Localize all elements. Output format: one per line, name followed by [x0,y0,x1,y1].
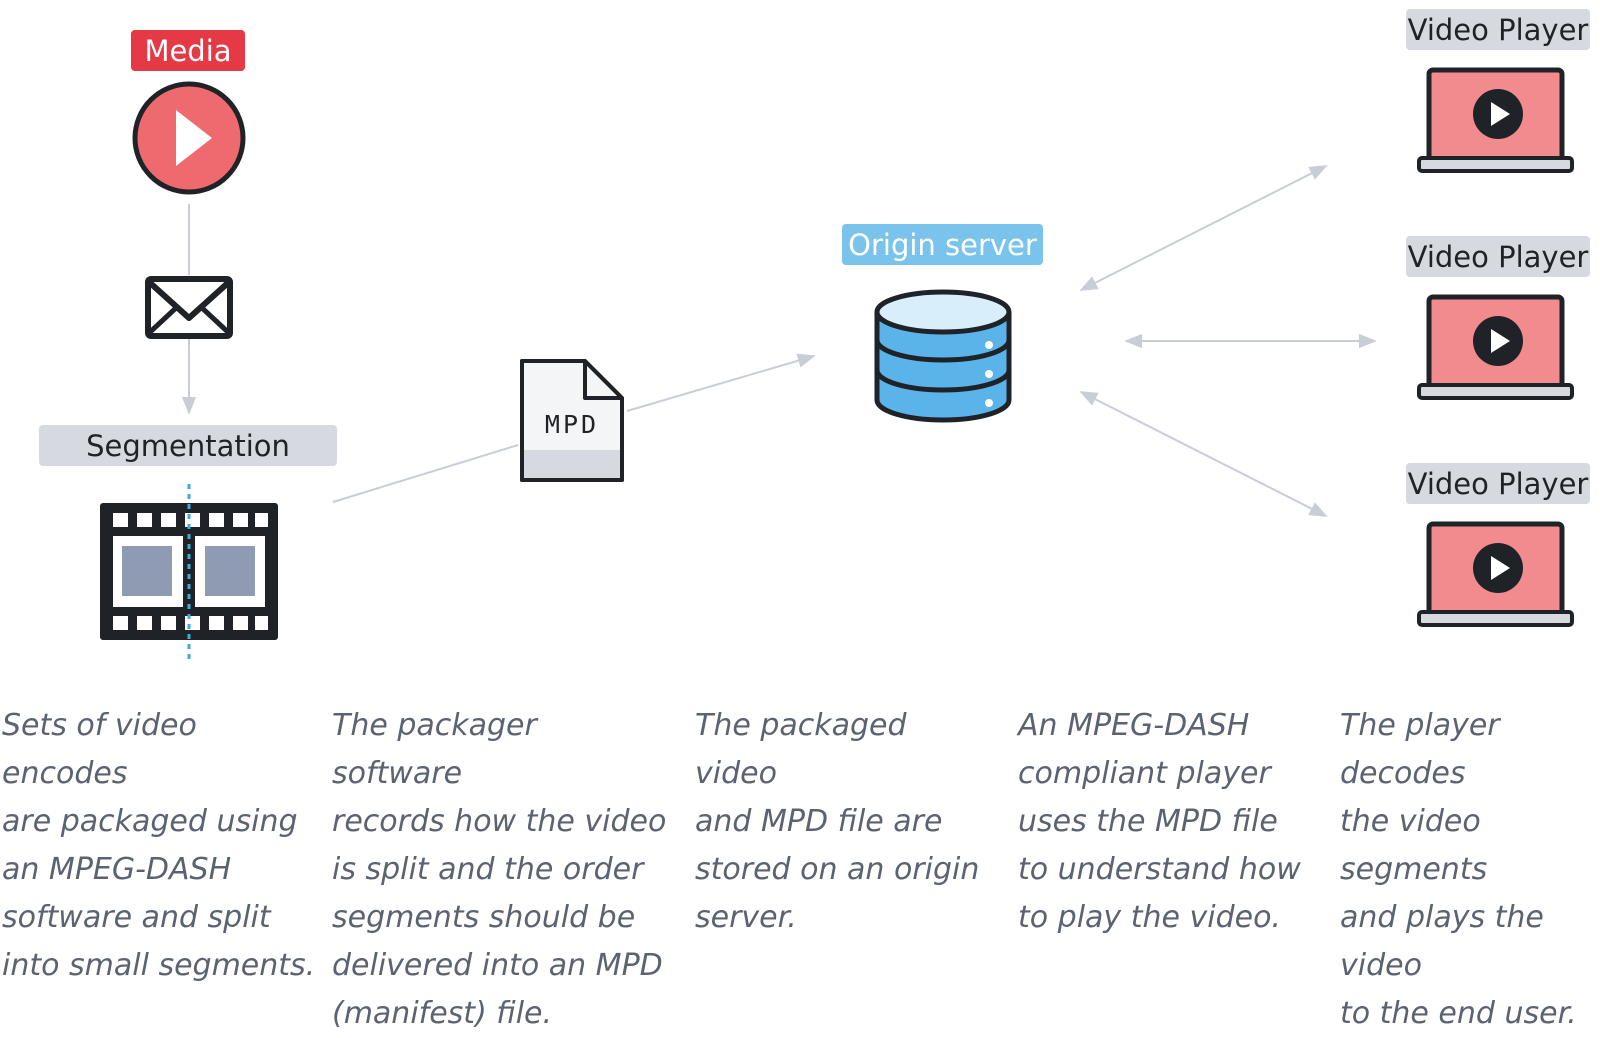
film-strip-icon [100,484,278,660]
envelope-icon [145,276,233,339]
document-icon: MPD [520,359,624,482]
connectors [181,165,1377,517]
playback-step-description: The player decodes the video segments an… [1340,708,1577,1031]
laptop-play-icon [1417,67,1574,173]
laptop-play-icon [1417,294,1574,400]
diagram-canvas: MPD [100,67,1574,660]
origin-server-label: Origin server [842,224,1043,265]
play-circle-icon [132,81,246,195]
video-player-label: Video Player [1406,236,1590,277]
mpd-file-label: MPD [545,410,599,439]
player-parsing-step-description: An MPEG-DASH compliant player uses the M… [1018,708,1301,935]
media-label: Media [131,30,245,71]
laptop-play-icon [1417,521,1574,627]
mpd-to-origin-arrow [626,353,816,412]
origin-player-3-arrow [1079,391,1328,517]
video-player-label: Video Player [1406,463,1590,504]
video-player-label: Video Player [1406,9,1590,50]
packaging-step-description: Sets of video encodes are packaged using… [2,708,316,983]
manifest-step-description: The packager software records how the vi… [332,708,667,1031]
database-icon [874,289,1012,423]
origin-player-1-arrow [1079,165,1328,291]
storage-step-description: The packaged video and MPD file are stor… [695,708,980,935]
segmentation-label: Segmentation [39,425,337,466]
segmentation-to-mpd-line [332,444,519,503]
